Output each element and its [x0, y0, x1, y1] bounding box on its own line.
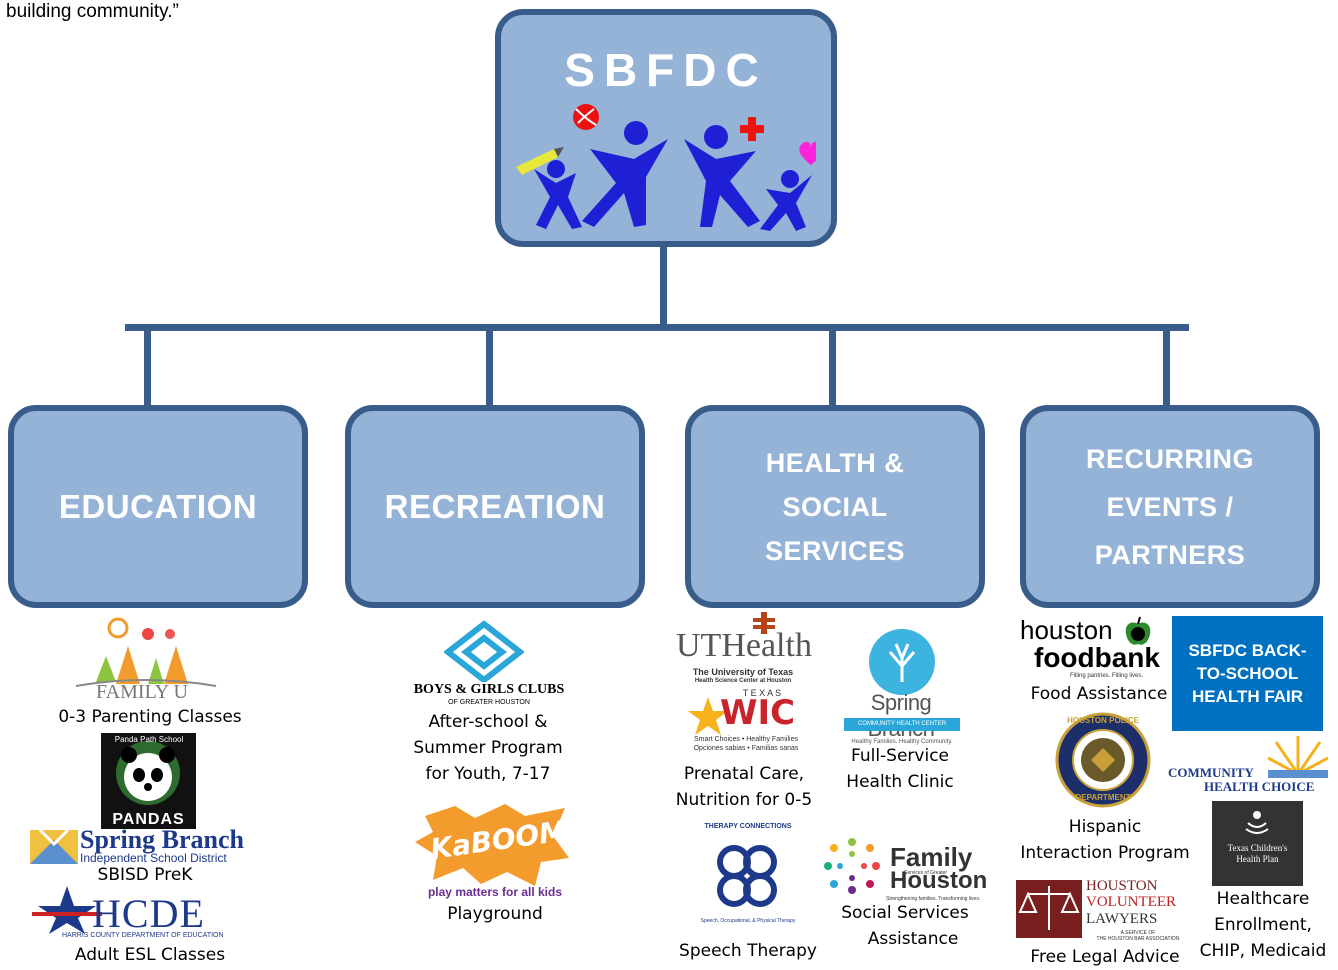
caption-wic-2: Nutrition for 0-5 — [675, 790, 813, 810]
texas-childrens-icon — [1245, 811, 1269, 834]
caption-family-houston-1: Social Services — [841, 903, 969, 923]
foodbank-logo-text-2: foodbank — [1034, 642, 1160, 673]
wic-star-icon — [688, 697, 728, 735]
category-box-events: Recurring Events / Partners — [1020, 405, 1320, 608]
caption-therapy: Speech Therapy — [679, 941, 817, 961]
caption-health-3: CHIP, Medicaid — [1199, 941, 1327, 961]
texas-childrens-text-2: Health Plan — [1236, 854, 1279, 864]
family-houston-icon — [824, 838, 880, 894]
category-box-health: Health & Social Services — [685, 405, 985, 608]
wic-logo-text: WIC — [720, 693, 796, 733]
therapy-connections-logo-sub: Speech, Occupational, & Physical Therapy — [700, 918, 796, 924]
caption-bgc-1: After-school & — [428, 712, 548, 732]
kaboom-logo — [415, 804, 569, 886]
pandas-logo-text: PANDAS — [112, 811, 185, 828]
category-label-events: Recurring Events / Partners — [1085, 443, 1254, 570]
foodbank-logo-tag: Filling pantries. Filling lives. — [1070, 673, 1144, 679]
spring-branch-chc-bar: COMMUNITY HEALTH CENTER — [844, 718, 960, 731]
spring-branch-isd-icon — [30, 830, 78, 864]
caption-health-2: Enrollment, — [1214, 915, 1312, 935]
connector-root-vertical — [660, 242, 667, 330]
category-label-health: Health & Social Services — [764, 447, 906, 566]
community-health-choice-text-1: COMMUNITY — [1168, 765, 1254, 780]
caption-kaboom: Playground — [447, 904, 543, 924]
caption-sbchc-1: Full-Service — [850, 746, 950, 766]
caption-hcde: Adult ESL Classes — [74, 945, 226, 965]
wic-logo-top: T E X A S — [742, 688, 782, 698]
connector-horizontal-bar — [125, 324, 1189, 331]
caption-family-houston-2: Assistance — [867, 929, 959, 949]
uthealth-emblem-icon — [753, 612, 775, 634]
category-box-recreation: Recreation — [345, 405, 645, 608]
panda-icon — [116, 741, 180, 805]
texas-childrens-health-plan-badge: Texas Children's Health Plan — [1212, 801, 1303, 886]
caption-foodbank: Food Assistance — [1030, 684, 1168, 704]
connector-health — [829, 328, 836, 410]
foodbank-logo-text-1: houston — [1020, 615, 1113, 645]
uthealth-logo-sub2: Health Science Center at Houston — [694, 678, 792, 684]
caption-sbchc-2: Health Clinic — [846, 772, 954, 792]
caption-wic-1: Prenatal Care, — [683, 764, 805, 784]
root-title: SBFDC — [564, 44, 768, 96]
category-label-education: Education — [58, 487, 258, 525]
connector-education — [144, 328, 151, 410]
hvl-logo-sub1: A SERVICE OF — [1120, 930, 1156, 936]
quote-tail: building community.” — [6, 1, 179, 22]
category-box-education: Education — [8, 405, 308, 608]
family-u-logo — [75, 617, 217, 687]
hvl-logo-text-1: HOUSTON — [1086, 878, 1158, 894]
caption-hpd-1: Hispanic — [1068, 817, 1142, 837]
category-label-recreation: Recreation — [384, 487, 606, 525]
apple-icon — [1125, 616, 1151, 645]
houston-police-logo-bottom: DEPARTMENT — [1075, 793, 1131, 802]
connector-events — [1163, 328, 1170, 410]
community-health-choice-sun-icon — [1268, 736, 1328, 778]
boys-girls-clubs-icon — [444, 620, 524, 682]
caption-bgc-3: for Youth, 7-17 — [425, 764, 551, 784]
caption-bgc-2: Summer Program — [413, 738, 563, 758]
caption-hpd-2: Interaction Program — [1020, 843, 1190, 863]
pandas-logo-top: Panda Path School — [114, 735, 184, 744]
spring-branch-isd-logo-sub: Independent School District — [80, 851, 227, 865]
family-houston-logo-text-1: Family — [890, 842, 973, 872]
family-houston-logo-small: Services of Greater — [904, 870, 948, 876]
texas-childrens-text-1: Texas Children's — [1227, 843, 1288, 853]
family-houston-logo-text-2: Houston — [890, 867, 988, 894]
boys-girls-clubs-logo-sub: OF GREATER HOUSTON — [448, 699, 530, 706]
hcde-star-icon — [32, 886, 102, 934]
connector-recreation — [486, 328, 493, 410]
uthealth-logo-sub1: The University of Texas — [692, 667, 794, 677]
hvl-logo-text-2: VOLUNTEER — [1086, 894, 1176, 910]
uthealth-logo-text: UTHealth — [676, 627, 812, 664]
spring-branch-isd-logo-text: Spring Branch — [80, 825, 244, 854]
hvl-logo-text-3: LAWYERS — [1086, 911, 1158, 927]
caption-family-u: 0-3 Parenting Classes — [58, 707, 242, 727]
houston-police-logo-top: HOUSTON POLICE — [1067, 716, 1139, 725]
spring-branch-chc-icon — [869, 629, 935, 695]
therapy-connections-icon — [694, 824, 800, 930]
hvl-logo-sub2: THE HOUSTON BAR ASSOCIATION — [1096, 936, 1180, 942]
kaboom-logo-tag: play matters for all kids — [427, 885, 563, 899]
back-to-school-health-fair-text: SBFDC BACK-TO-SCHOOL HEALTH FAIR — [1188, 641, 1307, 706]
therapy-connections-logo-text: THERAPY CONNECTIONS — [704, 823, 792, 830]
spring-branch-chc-logo-text: Spring Branch — [868, 690, 935, 741]
wic-logo-tag2: Opciones sabias • Familias sanas — [693, 745, 799, 752]
hcde-logo-text: HCDE — [92, 891, 205, 936]
spring-branch-chc-tag: Healthy Families. Healthy Community. — [851, 739, 953, 745]
houston-volunteer-lawyers-icon — [1016, 880, 1082, 938]
community-health-choice-text-2: HEALTH CHOICE — [1204, 779, 1315, 794]
pandas-logo: Panda Path School PANDAS — [101, 733, 196, 829]
hcde-logo-sub: HARRIS COUNTY DEPARTMENT OF EDUCATION — [62, 932, 224, 939]
root-box: SBFDC — [495, 9, 837, 247]
caption-sbisd: SBISD PreK — [97, 865, 193, 885]
boys-girls-clubs-logo-text: BOYS & GIRLS CLUBS — [413, 682, 565, 697]
family-figures-icon — [516, 104, 816, 231]
back-to-school-health-fair-badge: SBFDC BACK-TO-SCHOOL HEALTH FAIR — [1172, 616, 1323, 731]
houston-police-badge-icon — [1055, 712, 1151, 808]
caption-hvl: Free Legal Advice — [1030, 947, 1180, 967]
family-houston-logo-tag: Strengthening families. Transforming liv… — [886, 896, 981, 902]
caption-health-1: Healthcare — [1216, 889, 1310, 909]
wic-logo-tag1: Smart Choices • Healthy Families — [694, 736, 798, 743]
family-u-logo-text: FAMILY U — [96, 681, 188, 703]
